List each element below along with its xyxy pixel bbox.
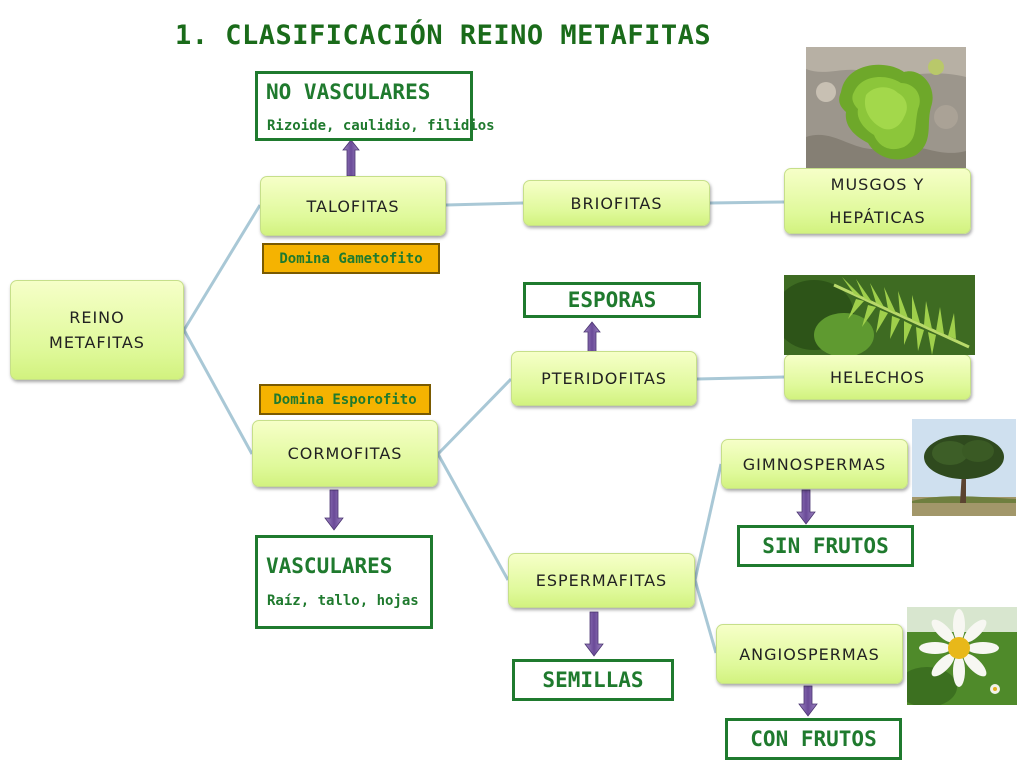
label-con-frutos: CON FRUTOS: [725, 718, 902, 760]
node-briofitas: BRIOFITAS: [523, 180, 710, 226]
link-pteridofitas-helechos: [696, 375, 785, 381]
node-reino-metafitas: REINO METAFITAS: [10, 280, 184, 380]
node-musgos-hepaticas: MUSGOS Y HEPÁTICAS: [784, 168, 971, 234]
daisy-photo: [907, 607, 1017, 705]
label-sin-frutos: SIN FRUTOS: [737, 525, 914, 567]
arrow-up-esporas: [583, 321, 601, 353]
node-talofitas: TALOFITAS: [260, 176, 446, 236]
link-reino-cormofitas: [182, 329, 254, 455]
link-espermafitas-gimnospermas: [693, 463, 723, 581]
label-vasculares: VASCULARES Raíz, tallo, hojas: [255, 535, 433, 629]
label-domina-gametofito: Domina Gametofito: [262, 243, 440, 274]
moss-photo: [806, 47, 966, 168]
node-cormofitas: CORMOFITAS: [252, 420, 438, 487]
fern-photo: [784, 275, 975, 355]
node-pteridofitas: PTERIDOFITAS: [511, 351, 697, 406]
node-angiospermas: ANGIOSPERMAS: [716, 624, 903, 684]
label-domina-esporofito: Domina Esporofito: [259, 384, 431, 415]
arrow-down-vasculares: [324, 489, 344, 531]
pine-tree-photo: [912, 419, 1016, 516]
page-title: 1. CLASIFICACIÓN REINO METAFITAS: [175, 20, 712, 51]
arrow-down-sin-frutos: [796, 489, 816, 525]
node-gimnospermas: GIMNOSPERMAS: [721, 439, 908, 489]
link-talofitas-briofitas: [445, 201, 524, 207]
label-semillas: SEMILLAS: [512, 659, 674, 701]
link-cormofitas-espermafitas: [436, 453, 510, 581]
link-briofitas-musgos: [709, 200, 785, 205]
node-espermafitas: ESPERMAFITAS: [508, 553, 695, 608]
arrow-down-con-frutos: [798, 685, 818, 717]
link-reino-talofitas: [182, 204, 262, 331]
link-espermafitas-angiospermas: [693, 579, 718, 654]
label-esporas: ESPORAS: [523, 282, 701, 318]
label-no-vasculares: NO VASCULARES Rizoide, caulidio, filidio…: [255, 71, 495, 141]
arrow-up-no-vasculares: [342, 139, 360, 177]
arrow-down-semillas: [584, 611, 604, 657]
link-cormofitas-pteridofitas: [436, 377, 513, 456]
node-helechos: HELECHOS: [784, 354, 971, 400]
